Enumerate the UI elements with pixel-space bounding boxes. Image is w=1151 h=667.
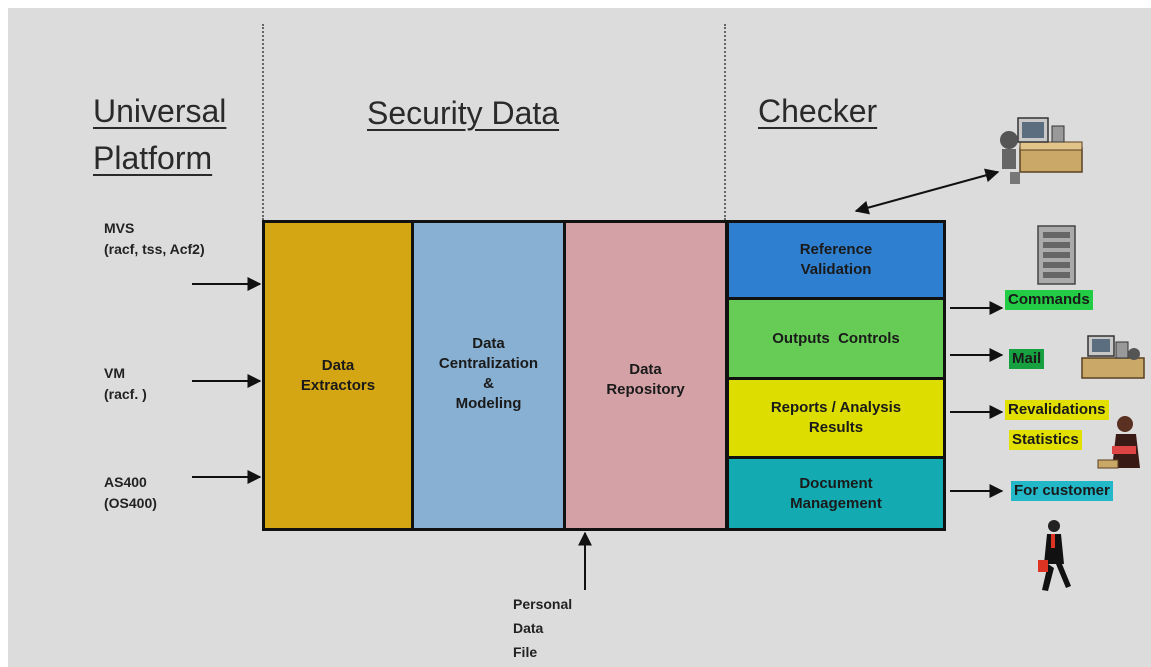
output-revalidations: Revalidations [1005,400,1109,420]
centralization-line1: Data [472,335,505,352]
extractors-line2: Extractors [300,376,376,394]
person-at-desk-icon [1097,416,1140,469]
box-data-centralization: Data Centralization & Modeling [411,220,566,531]
document-line2: Management [790,494,882,512]
output-statistics: Statistics [1009,430,1082,450]
heading-checker: Checker [758,93,878,129]
personal-data-file-label: Personal Data File [513,592,572,664]
workstation-icon [1000,117,1083,184]
centralization-line2: Centralization [438,355,539,372]
outputs-controls-line1: Outputs Controls [772,329,900,347]
output-mail: Mail [1009,349,1045,369]
extractors-line1: Data [321,356,355,374]
walking-businessman-icon [1038,520,1071,591]
repository-line2: Repository [606,381,685,398]
box-outputs-controls: Outputs Controls [726,297,946,380]
personal-line2: Data [513,620,544,636]
connectors-layer [192,117,1145,591]
workstation-small-icon [1081,335,1145,379]
heading-platform: Platform [93,140,213,176]
input-mvs-line2: (racf, tss, Acf2) [104,241,205,257]
input-mvs-line1: MVS [104,220,135,236]
input-label-mvs: MVS (racf, tss, Acf2) [104,218,205,260]
input-vm-line1: VM [104,365,125,381]
input-vm-line2: (racf. ) [104,386,147,402]
box-reports-analysis: Reports / Analysis Results [726,377,946,459]
personal-line3: File [513,644,538,660]
heading-security-data: Security Data [367,95,560,131]
output-commands: Commands [1005,290,1093,310]
repository-line1: Data [629,361,662,378]
box-document-management: Document Management [726,456,946,531]
server-icon [1037,225,1076,285]
diagram-canvas: Universal Platform Security Data Checker… [8,8,1151,667]
box-data-repository: Data Repository [563,220,728,531]
output-for-customer: For customer [1011,481,1113,501]
input-as400-line2: (OS400) [104,495,157,511]
reference-line2: Validation [800,261,872,278]
heading-universal: Universal [93,93,227,129]
separator-left [262,24,264,220]
separator-right [724,24,726,220]
centralization-line3: & [483,375,494,392]
input-as400-line1: AS400 [104,474,147,490]
input-label-vm: VM (racf. ) [104,363,147,405]
reference-line1: Reference [799,241,873,258]
document-line1: Document [799,474,873,492]
reports-line2: Results [808,419,864,436]
arrow-workstation [854,168,1000,215]
input-label-as400: AS400 (OS400) [104,472,157,514]
reports-line1: Reports / Analysis [770,399,902,416]
personal-line1: Personal [513,596,573,612]
centralization-line4: Modeling [455,395,522,412]
box-reference-validation: Reference Validation [726,220,946,300]
